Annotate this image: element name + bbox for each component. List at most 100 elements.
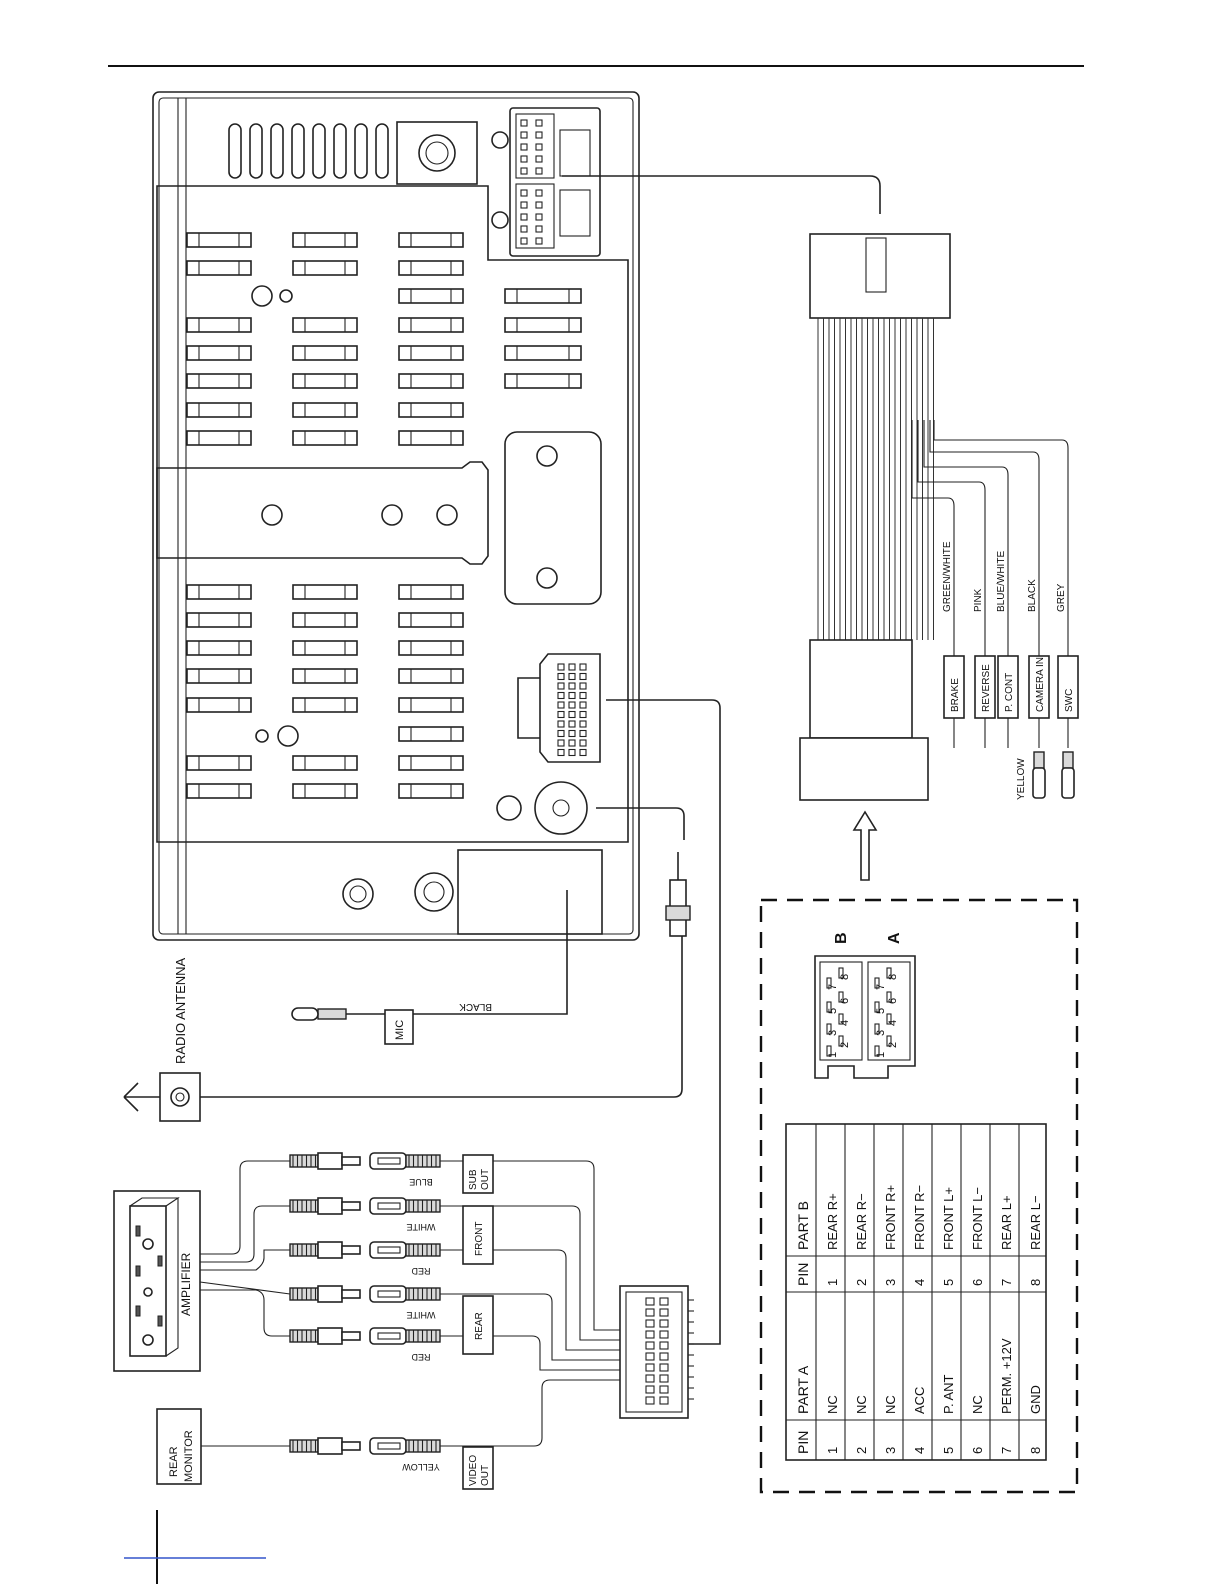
antenna-socket-icon <box>534 781 588 835</box>
pin-table-cell: 7 <box>999 1279 1014 1286</box>
camera-in-plug-color: YELLOW <box>1016 758 1027 800</box>
wire-color-label: GREEN/WHITE <box>942 541 953 612</box>
pin-table-cell: NC <box>970 1395 985 1414</box>
harness-lead-wire <box>917 420 986 748</box>
output-wire <box>440 1205 626 1341</box>
amp-wire <box>199 1281 291 1295</box>
screw-hole-icon <box>255 729 269 743</box>
pin-table-cell: 6 <box>970 1279 985 1286</box>
wire-function-box <box>974 655 996 719</box>
wire-function-label: P. CONT <box>1004 673 1015 712</box>
screw-hole-icon <box>279 289 293 303</box>
multi-pin-socket <box>517 653 601 763</box>
fin <box>292 373 358 389</box>
fin <box>186 612 252 628</box>
wire-function-box <box>1057 655 1079 719</box>
pin-table-cell: 4 <box>912 1447 927 1454</box>
fin <box>398 317 464 333</box>
iso-pin-number: 4 <box>887 1020 899 1026</box>
pin-table-cell: PERM. +12V <box>999 1338 1014 1414</box>
pin-table-cell: 5 <box>941 1447 956 1454</box>
rear-panel-plate <box>156 185 629 843</box>
pin-table-cell: FRONT L− <box>970 1187 985 1250</box>
fin <box>398 726 464 742</box>
iso-pin-number: 7 <box>875 984 887 990</box>
pin-table-cell: REAR L+ <box>999 1195 1014 1250</box>
output-wire <box>440 1293 626 1361</box>
fin <box>186 584 252 600</box>
mic-cable <box>346 890 568 1015</box>
wire-color-label: BLACK <box>1027 579 1038 612</box>
pin-table-cell: FRONT L+ <box>941 1187 956 1250</box>
fin <box>186 640 252 656</box>
pin-table-cell: ACC <box>912 1387 927 1414</box>
fin <box>292 430 358 446</box>
wire-harness: GREEN/WHITE BRAKE PINK REVERSE BLUE/WHITE P. … <box>562 175 1079 881</box>
rear-box <box>462 1295 494 1355</box>
mic-wire-color: BLACK <box>459 1001 492 1012</box>
mic-label: MIC <box>394 1020 406 1040</box>
pin-table-cell: REAR R+ <box>825 1193 840 1250</box>
wire-function-label: CAMERA IN <box>1035 657 1046 712</box>
fin <box>398 260 464 276</box>
harness-lead-wire <box>929 420 1040 748</box>
iso-pin-number: 6 <box>887 998 899 1004</box>
harness-feed-wire <box>562 175 881 214</box>
heatsink-fins <box>186 232 582 799</box>
sub-out-box <box>462 1154 494 1194</box>
wire-color-label: PINK <box>973 588 984 612</box>
wire-function-box <box>943 655 965 719</box>
fin <box>292 697 358 713</box>
output-wire <box>440 1335 626 1371</box>
fin <box>292 668 358 684</box>
iso-pin-number: 1 <box>875 1052 887 1058</box>
sub-out-label-2: OUT <box>480 1169 491 1190</box>
fin <box>292 317 358 333</box>
cover-screw-icon <box>536 445 558 467</box>
socket-screw-icon <box>491 211 509 229</box>
fin <box>398 402 464 418</box>
fin <box>292 260 358 276</box>
pin-table-cell: GND <box>1028 1385 1043 1414</box>
pin-table-cell: 3 <box>883 1447 898 1454</box>
fin <box>186 373 252 389</box>
harness-plug-bottom <box>809 639 913 739</box>
rca-color-label: WHITE <box>407 1222 436 1232</box>
iso-pin-number: 3 <box>827 1030 839 1036</box>
pin-table-cell: 4 <box>912 1279 927 1286</box>
iso-pin-number: 5 <box>827 1008 839 1014</box>
fin <box>398 783 464 799</box>
wire-function-label: REVERSE <box>981 664 992 712</box>
iso-pin-number: 2 <box>887 1042 899 1048</box>
rear-monitor-label-2: MONITOR <box>183 1430 195 1482</box>
harness-lead-wire <box>923 420 1009 748</box>
wire-function-label: BRAKE <box>950 678 961 712</box>
iso-pin-number: 1 <box>827 1052 839 1058</box>
pin-table-cell: NC <box>854 1395 869 1414</box>
iso-pin-number: 4 <box>839 1020 851 1026</box>
fin <box>186 260 252 276</box>
amplifier-label: AMPLIFIER <box>179 1252 193 1316</box>
harness-plug-base <box>799 737 929 801</box>
wire-color-label: BLUE/WHITE <box>996 551 1007 612</box>
iso-pin-number: 5 <box>875 1008 887 1014</box>
pin-table-cell: REAR R− <box>854 1193 869 1250</box>
front-box <box>462 1205 494 1265</box>
fin <box>398 584 464 600</box>
iso-pin-number: 8 <box>839 974 851 980</box>
fin <box>398 345 464 361</box>
fin <box>398 232 464 248</box>
mic-box <box>384 1009 414 1045</box>
fin <box>504 317 582 333</box>
camera-rca-plug-icon <box>1032 767 1046 799</box>
fin <box>398 755 464 771</box>
pin-table-cell: 1 <box>825 1447 840 1454</box>
pin-table-cell: FRONT R+ <box>883 1185 898 1250</box>
arrow-up-icon <box>852 810 878 881</box>
screw-icon <box>251 285 273 307</box>
front-label: FRONT <box>474 1222 485 1256</box>
amplifier-icon <box>129 1196 180 1357</box>
output-wire <box>440 1160 626 1331</box>
pin-table-header: PART B <box>795 1201 811 1250</box>
